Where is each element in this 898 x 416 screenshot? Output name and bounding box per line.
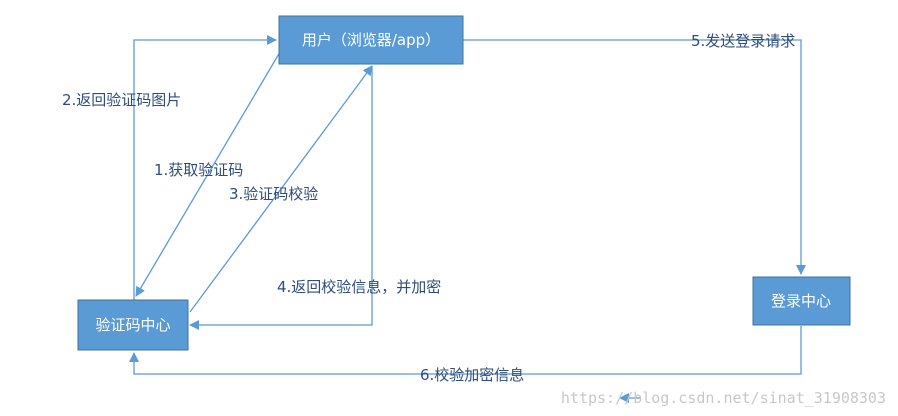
edge-step4-label: 4.返回校验信息，并加密 xyxy=(277,278,441,296)
watermark-url: https://blog.csdn.net/sinat_31908303 xyxy=(561,389,886,407)
node-login-center-label: 登录中心 xyxy=(771,292,831,310)
edge-step6-line xyxy=(129,326,802,375)
edge-step1-line xyxy=(135,51,281,297)
node-user: 用户（浏览器/app） xyxy=(278,15,464,65)
node-login-center: 登录中心 xyxy=(752,276,851,326)
edge-step2-label: 2.返回验证码图片 xyxy=(62,91,181,109)
edge-step4-line xyxy=(189,66,373,330)
edge-step6-label: 6.校验加密信息 xyxy=(420,366,524,384)
edge-step5-label: 5.发送登录请求 xyxy=(691,32,795,50)
node-captcha-center-label: 验证码中心 xyxy=(95,316,170,334)
node-user-label: 用户（浏览器/app） xyxy=(302,31,440,49)
edge-step1-label: 1.获取验证码 xyxy=(154,161,243,179)
edge-step3-line xyxy=(189,65,373,313)
node-captcha-center: 验证码中心 xyxy=(77,299,189,351)
edge-step5-line xyxy=(463,39,806,275)
edge-step2-line xyxy=(133,35,277,300)
edge-step3-label: 3.验证码校验 xyxy=(229,185,318,203)
